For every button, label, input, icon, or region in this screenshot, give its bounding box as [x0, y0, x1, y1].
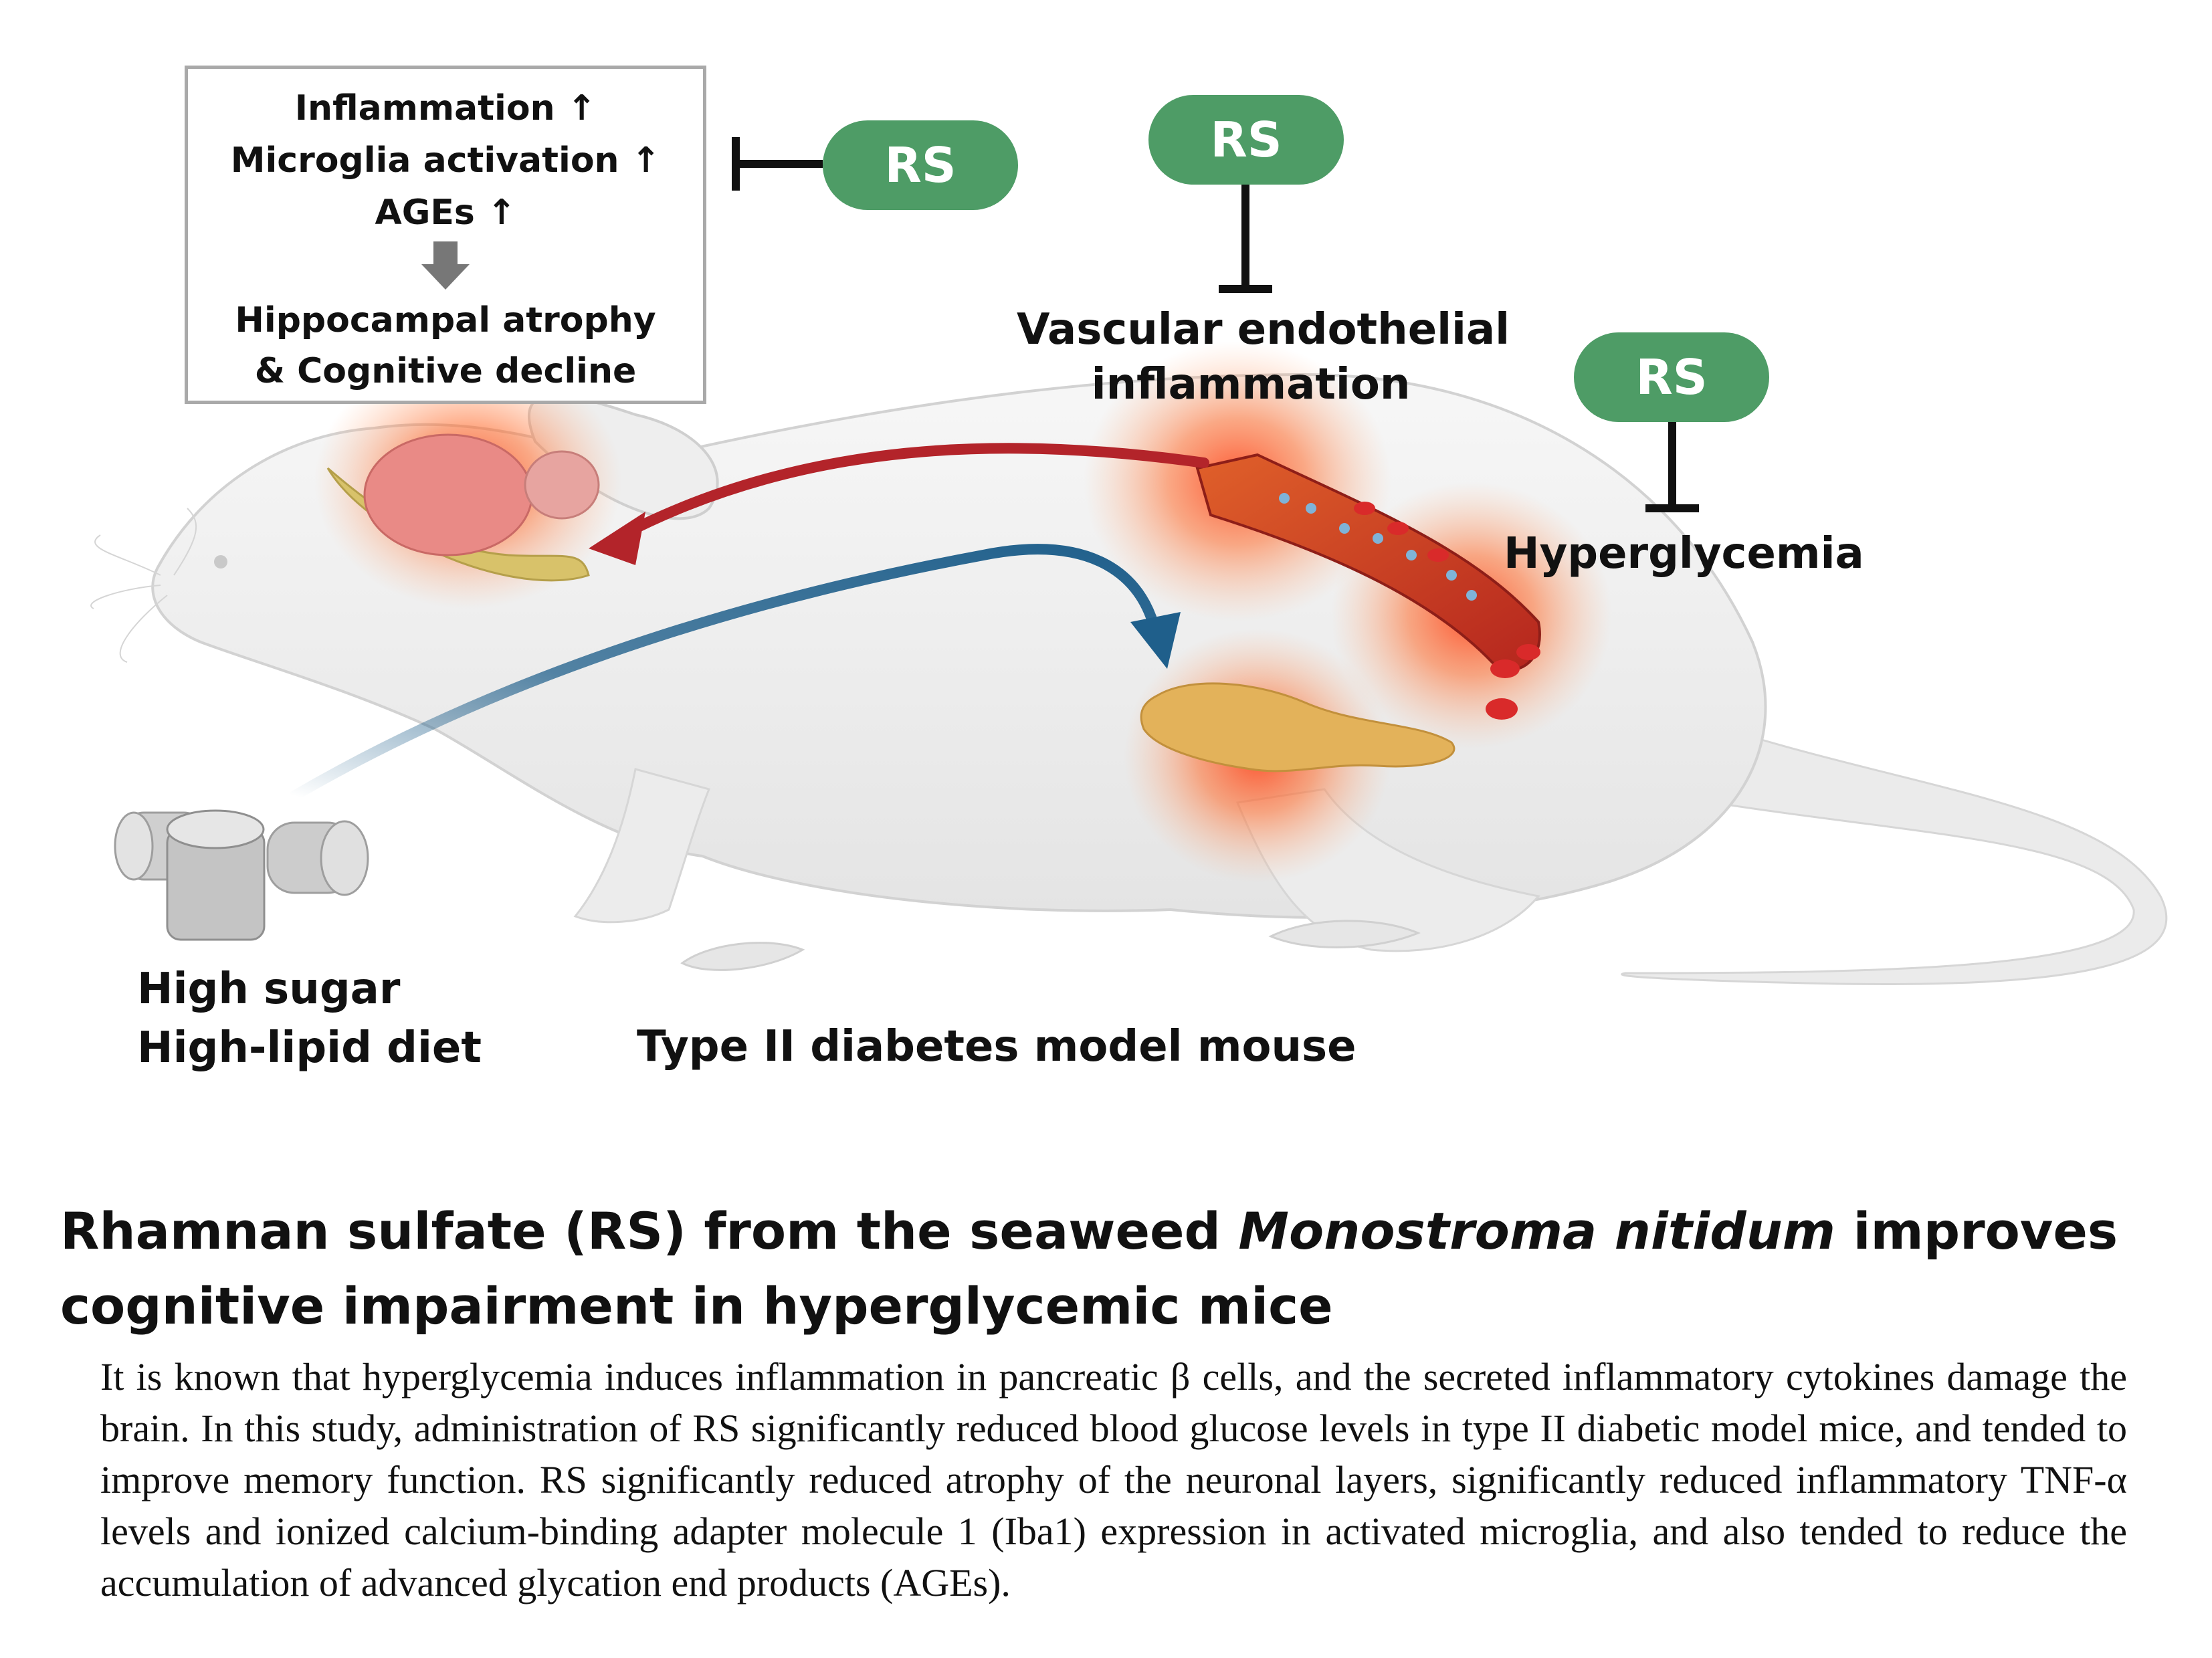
outcome-line-2: & Cognitive decline: [254, 351, 637, 391]
diet-label: High sugar High-lipid diet: [137, 960, 482, 1077]
cerebrum: [363, 433, 533, 556]
diet-label-line-2: High-lipid diet: [137, 1023, 482, 1073]
vessel-tube: [1195, 453, 1541, 671]
cerebellum: [524, 450, 600, 520]
down-arrow-icon: [421, 241, 470, 290]
blood-vessel-illustration: [1195, 453, 1541, 720]
mouse-front-leg: [573, 768, 711, 924]
inhibit-vascular-symbol: [1219, 182, 1272, 293]
rs-vascular-pill: RS: [1148, 95, 1344, 185]
mouse-hind-paw: [1268, 920, 1421, 948]
up-arrow-icon: ↑: [486, 193, 516, 233]
diet-arrow: [289, 544, 1159, 801]
rs-glucose-pill: RS: [1574, 332, 1769, 422]
diet-pellets: [114, 809, 369, 941]
diet-arrow-head: [1130, 612, 1181, 669]
paper-title: Rhamnan sulfate (RS) from the seaweed Mo…: [60, 1194, 2167, 1344]
effect-ages: AGEs ↑: [188, 187, 703, 239]
effect-label: AGEs: [375, 193, 475, 233]
vascular-label-line-1: Vascular endothelial: [1017, 305, 1510, 354]
cytokine-arrow: [617, 443, 1209, 540]
abstract-text: It is known that hyperglycemia induces i…: [100, 1355, 2127, 1604]
pancreas-illustration: [1140, 682, 1455, 772]
effect-inflammation: Inflammation ↑: [188, 82, 703, 134]
outcome-line-1: Hippocampal atrophy: [235, 300, 656, 340]
mouse-whiskers: [90, 508, 197, 663]
effect-microglia: Microglia activation ↑: [188, 134, 703, 187]
red-blood-cells: [1354, 502, 1540, 720]
brain-illustration: [326, 433, 600, 582]
inhibit-glucose-symbol: [1645, 421, 1699, 512]
pellet: [166, 809, 265, 849]
vascular-inflammation-label: Vascular endothelial inflammation: [1017, 302, 1510, 412]
effect-label: Microglia activation: [230, 140, 619, 181]
mouse-tail: [1621, 721, 2168, 985]
vascular-label-line-2: inflammation: [1091, 360, 1411, 409]
mouse-eye: [214, 555, 227, 568]
inhibit-brain-symbol: [732, 137, 823, 191]
pellet: [114, 811, 154, 881]
mouse-front-paw: [680, 942, 805, 971]
title-part-2: improves cognitive impairment in hypergl…: [60, 1201, 2118, 1336]
model-mouse-label: Type II diabetes model mouse: [637, 1022, 1356, 1071]
rs-brain-pill: RS: [823, 120, 1018, 210]
effect-label: Inflammation: [294, 88, 555, 128]
up-arrow-icon: ↑: [631, 140, 661, 181]
brain-effects-box: Inflammation ↑ Microglia activation ↑ AG…: [185, 66, 706, 404]
up-arrow-icon: ↑: [567, 88, 597, 128]
title-species: Monostroma nitidum: [1238, 1201, 1835, 1261]
diet-label-line-1: High sugar: [137, 964, 401, 1014]
title-part-1: Rhamnan sulfate (RS) from the seaweed: [60, 1201, 1239, 1261]
hyperglycemia-label: Hyperglycemia: [1504, 529, 1864, 579]
pellet: [320, 820, 369, 896]
cytokine-arrow-head: [589, 512, 645, 565]
glucose-particles: [1279, 493, 1477, 601]
